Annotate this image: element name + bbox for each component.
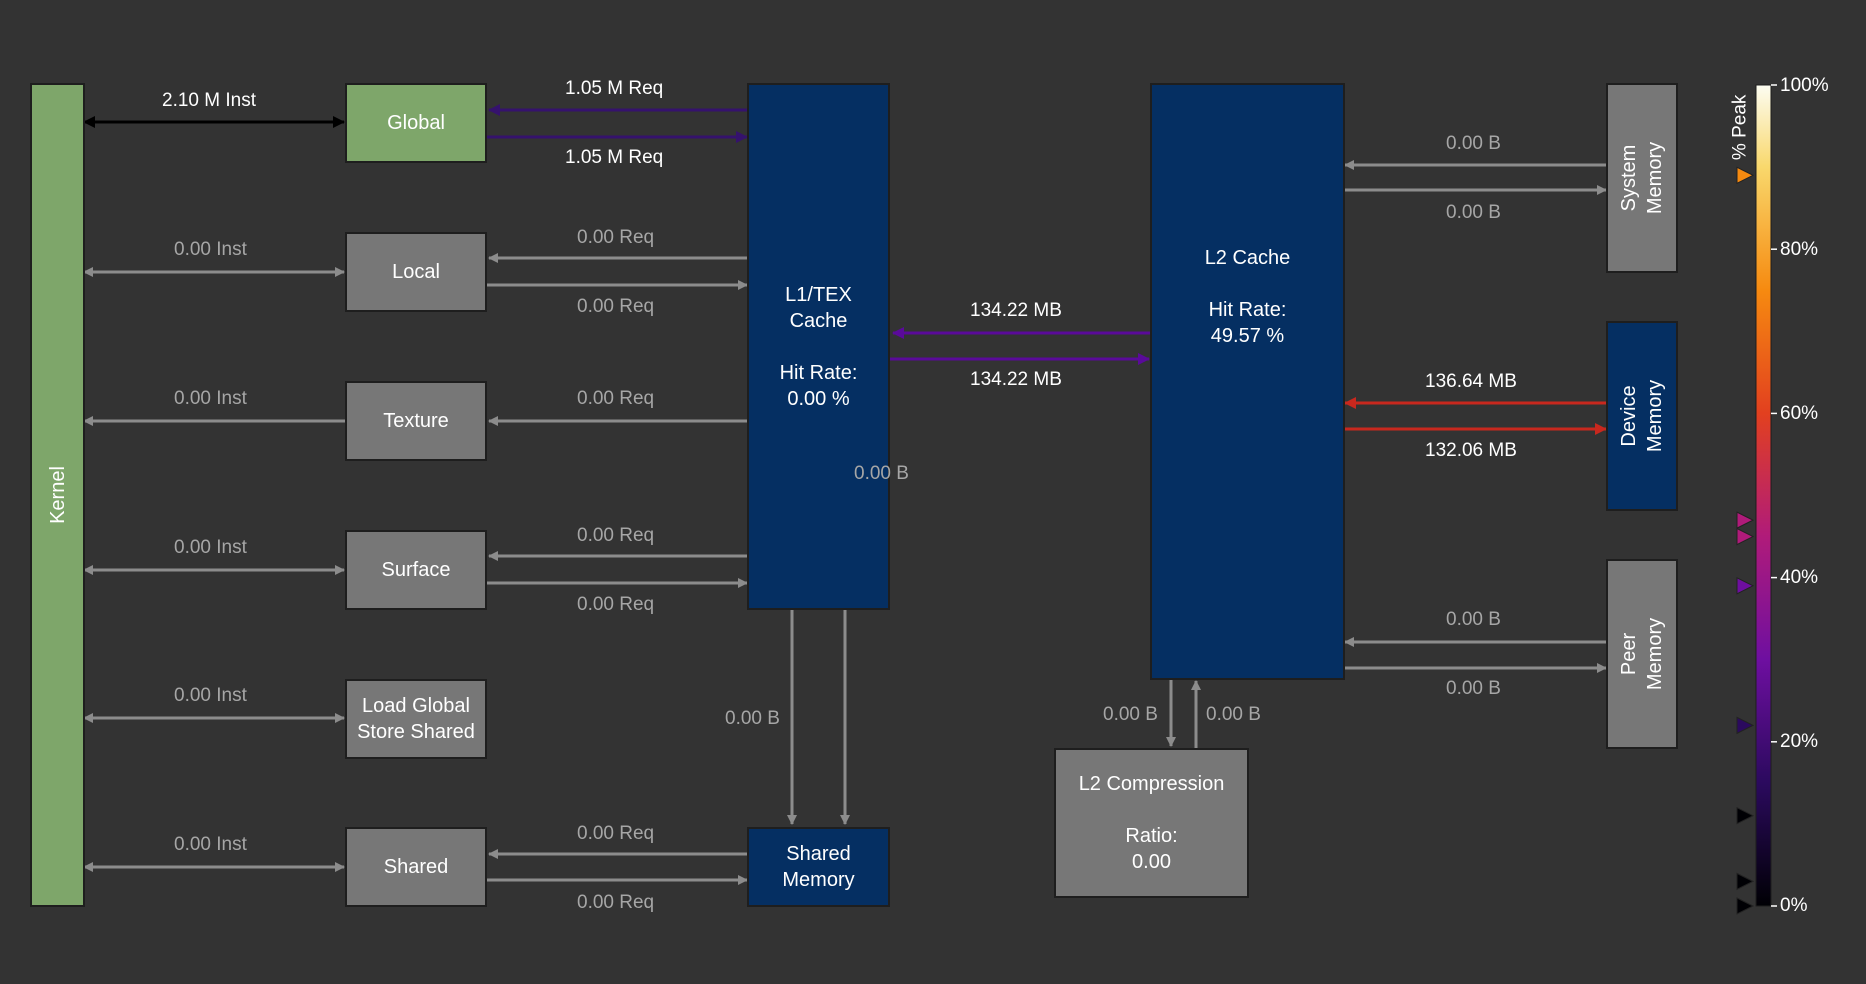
global-unit-label: Global (387, 112, 445, 134)
peer-memory-label: Peer Memory (1616, 618, 1668, 690)
peer-memory-line2: Memory (1644, 617, 1667, 691)
scale-peak-marker (1736, 166, 1755, 185)
peer-memory-block[interactable]: Peer Memory (1606, 559, 1678, 749)
req-global-out-label: 1.05 M Req (565, 147, 664, 168)
device-memory-block[interactable]: Device Memory (1606, 321, 1678, 511)
kernel-block[interactable]: Kernel (30, 83, 85, 907)
shared-unit-label: Shared (383, 856, 449, 878)
comp-to-l2-label: 0.00 B (1206, 704, 1261, 725)
texture-unit[interactable]: Texture (345, 381, 487, 461)
req-global-in-label: 1.05 M Req (565, 78, 664, 99)
peak-scale-title: % Peak (1729, 94, 1751, 161)
peer-memory-line1: Peer (1618, 632, 1641, 676)
l2-cache[interactable]: L2 Cache Hit Rate: 49.57 % (1150, 83, 1345, 680)
texture-unit-label: Texture (383, 410, 449, 432)
local-unit[interactable]: Local (345, 232, 487, 312)
devmem-in-label: 136.64 MB (1425, 371, 1517, 392)
local-unit-label: Local (392, 261, 440, 283)
req-shared-in-label: 0.00 Req (577, 823, 655, 844)
scale-peak-marker (1736, 577, 1755, 595)
inst-shared-label: 0.00 Inst (174, 834, 247, 855)
system-memory-line1: System (1618, 144, 1641, 212)
scale-tick-label: 0% (1780, 895, 1808, 916)
l1-smem-label: 0.00 B (725, 708, 780, 729)
kernel-label: Kernel (46, 466, 69, 524)
peermem-in-label: 0.00 B (1446, 609, 1501, 630)
req-surface-in-label: 0.00 Req (577, 525, 655, 546)
system-memory-label: System Memory (1616, 142, 1668, 214)
surface-unit-label: Surface (381, 559, 451, 581)
device-memory-label: Device Memory (1616, 380, 1668, 452)
l2-hit-rate-value: 49.57 % (1210, 324, 1285, 347)
shared-memory-line1: Shared (786, 843, 851, 865)
scale-peak-marker (1736, 872, 1755, 891)
devmem-out-label: 132.06 MB (1425, 440, 1517, 461)
req-local-out-label: 0.00 Req (577, 296, 655, 317)
device-memory-line2: Memory (1644, 379, 1667, 453)
lgss-unit[interactable]: Load Global Store Shared (345, 679, 487, 759)
req-surface-out-label: 0.00 Req (577, 594, 655, 615)
peak-scale-bar (1755, 84, 1772, 907)
scale-tick-label: 60% (1780, 403, 1819, 424)
l1-tex-cache[interactable]: L1/TEX Cache Hit Rate: 0.00 % (747, 83, 890, 610)
scale-peak-marker (1736, 806, 1755, 825)
req-local-in-label: 0.00 Req (577, 227, 655, 248)
l1-hit-rate-value: 0.00 % (787, 387, 850, 410)
l2-to-comp-label: 0.00 B (1103, 704, 1158, 725)
inst-texture-label: 0.00 Inst (174, 388, 247, 409)
device-memory-line1: Device (1618, 385, 1641, 447)
shared-memory-block[interactable]: Shared Memory (747, 827, 890, 907)
req-shared-out-label: 0.00 Req (577, 892, 655, 913)
scale-peak-marker (1736, 511, 1755, 529)
scale-tick-label: 100% (1780, 75, 1829, 96)
inst-global-label: 2.10 M Inst (162, 90, 256, 111)
scale-peak-marker (1736, 716, 1755, 735)
sysmem-out-label: 0.00 B (1446, 202, 1501, 223)
peak-scale-markers (1736, 166, 1755, 915)
scale-tick-label: 40% (1780, 567, 1819, 588)
system-memory-block[interactable]: System Memory (1606, 83, 1678, 273)
sysmem-in-label: 0.00 B (1446, 133, 1501, 154)
inst-local-label: 0.00 Inst (174, 239, 247, 260)
scale-peak-marker (1736, 527, 1755, 546)
surface-unit[interactable]: Surface (345, 530, 487, 610)
l1-title-line1: L1/TEX (785, 283, 852, 306)
l1-l2-bottom-label: 134.22 MB (970, 369, 1062, 390)
scale-peak-marker (1736, 897, 1755, 915)
l1-smem-dashed-label: 0.00 B (854, 463, 909, 484)
l2-hit-rate-label: Hit Rate: (1208, 298, 1287, 321)
shared-memory-line2: Memory (782, 869, 855, 891)
l2-compression-ratio-value: 0.00 (1132, 851, 1171, 873)
l2-title: L2 Cache (1204, 246, 1291, 269)
lgss-unit-label-line2: Store Shared (357, 721, 475, 743)
scale-tick-label: 80% (1780, 239, 1819, 260)
l1-l2-top-label: 134.22 MB (970, 300, 1062, 321)
lgss-unit-label-line1: Load Global (362, 695, 470, 717)
l2-compression-ratio-label: Ratio: (1125, 825, 1178, 847)
inst-lgss-label: 0.00 Inst (174, 685, 247, 706)
shared-unit[interactable]: Shared (345, 827, 487, 907)
scale-tick-label: 20% (1780, 731, 1819, 752)
inst-surface-label: 0.00 Inst (174, 537, 247, 558)
l1-title-line2: Cache (789, 309, 848, 332)
l2-compression-title: L2 Compression (1078, 773, 1225, 795)
peak-scale-ticks (1771, 84, 1777, 907)
l2-compression-block[interactable]: L2 Compression Ratio: 0.00 (1054, 748, 1249, 898)
req-texture-label: 0.00 Req (577, 388, 655, 409)
system-memory-line2: Memory (1644, 141, 1667, 215)
l1-hit-rate-label: Hit Rate: (779, 361, 858, 384)
global-unit[interactable]: Global (345, 83, 487, 163)
peermem-out-label: 0.00 B (1446, 678, 1501, 699)
